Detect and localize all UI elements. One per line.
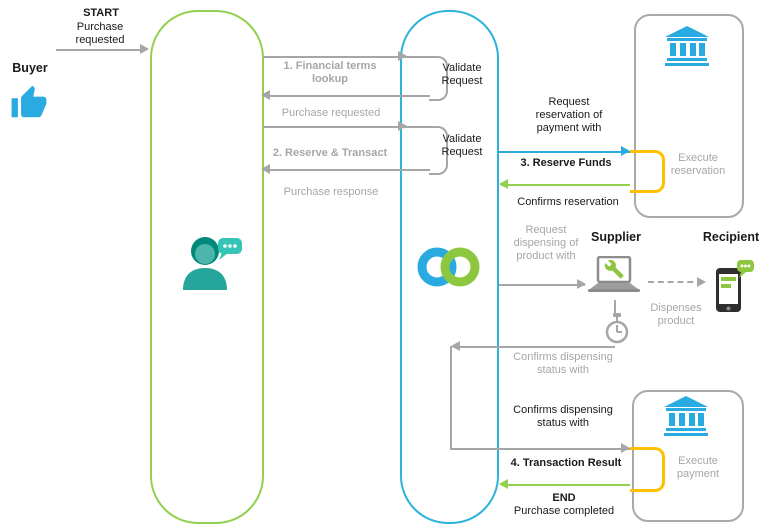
confirms-reservation-line (501, 184, 630, 186)
request-reservation-label: Request reservation of payment with (535, 96, 603, 134)
supplier-label: Supplier (590, 230, 641, 244)
transaction-result-arrowhead (621, 443, 630, 453)
reserve-funds-line (499, 151, 630, 153)
confirms-reservation-arrowhead (499, 179, 508, 189)
validate-request-loop-1 (429, 56, 448, 101)
request-dispensing-label: Request dispensing of product with (513, 224, 579, 262)
purchase-completed-label: Purchase completed (513, 505, 615, 517)
message-bubble-icon (737, 260, 754, 278)
start-arrow-line (56, 49, 142, 51)
dispense-product-dashed-line (648, 281, 703, 283)
financial-terms-lookup-label: 1. Financial terms lookup (283, 60, 377, 85)
start-sublabel: Purchase requested (75, 21, 125, 46)
agent-face (195, 244, 215, 264)
transaction-result-line (451, 448, 630, 450)
reserve-funds-arrowhead (621, 146, 630, 156)
transaction-result-label: 4. Transaction Result (510, 457, 622, 469)
execute-reservation-label: Execute reservation (670, 152, 726, 177)
confirms-dispensing-label-gray: Confirms dispensing status with (513, 351, 613, 376)
agent-icon (183, 237, 242, 290)
timer-icon (605, 313, 629, 344)
dispense-product-arrowhead (697, 277, 706, 287)
reserve-request-arrowhead (398, 121, 407, 131)
start-label: START (83, 7, 119, 19)
dispense-request-arrowhead (577, 279, 586, 289)
confirms-dispensing-label-black: Confirms dispensing status with (513, 404, 613, 429)
wrench-icon (604, 259, 624, 279)
execute-payment-loop (630, 447, 665, 492)
platform-logo-icon (417, 247, 480, 287)
recipient-phone-icon (716, 260, 754, 312)
financial-lookup-request-line (263, 56, 430, 58)
purchase-completed-line (501, 484, 630, 486)
agent-body (183, 268, 227, 290)
confirms-reservation-label: Confirms reservation (517, 196, 619, 208)
thumbs-up-icon (11, 85, 47, 118)
bank-icon (665, 26, 709, 66)
timer-stem-line (614, 300, 616, 314)
start-arrowhead (140, 44, 149, 54)
supplier-icon (588, 256, 640, 292)
purchase-requested-label: Purchase requested (281, 107, 381, 119)
financial-lookup-response-arrowhead (261, 90, 270, 100)
confirms-dispensing-line (453, 346, 615, 348)
execute-payment-label: Execute payment (676, 455, 720, 480)
buyer-label: Buyer (12, 61, 48, 75)
confirms-vertical-connector (450, 346, 452, 450)
validate-request-loop-2 (429, 126, 448, 175)
reserve-response-line (263, 169, 430, 171)
reserve-transact-label: 2. Reserve & Transact (272, 147, 388, 159)
end-label: END (552, 492, 576, 504)
dispenses-product-label: Dispenses product (650, 302, 702, 327)
financial-lookup-response-line (263, 95, 430, 97)
financial-lookup-request-arrowhead (398, 51, 407, 61)
reserve-funds-label: 3. Reserve Funds (520, 157, 612, 169)
validate-request-label-1: Validate Request (441, 62, 483, 87)
purchase-response-label: Purchase response (283, 186, 379, 198)
reserve-response-arrowhead (261, 164, 270, 174)
reserve-request-line (263, 126, 430, 128)
agent-lane (150, 10, 264, 524)
dispense-request-line (499, 284, 585, 286)
bank-icon (664, 396, 708, 436)
bank-box-payment (632, 390, 744, 522)
purchase-completed-arrowhead (499, 479, 508, 489)
recipient-label: Recipient (702, 230, 760, 244)
execute-reservation-loop (630, 150, 665, 193)
validate-request-label-2: Validate Request (441, 133, 483, 158)
chat-bubble-icon (218, 238, 242, 260)
confirms-dispensing-arrowhead (451, 341, 460, 351)
bank-box-reservation (634, 14, 744, 218)
